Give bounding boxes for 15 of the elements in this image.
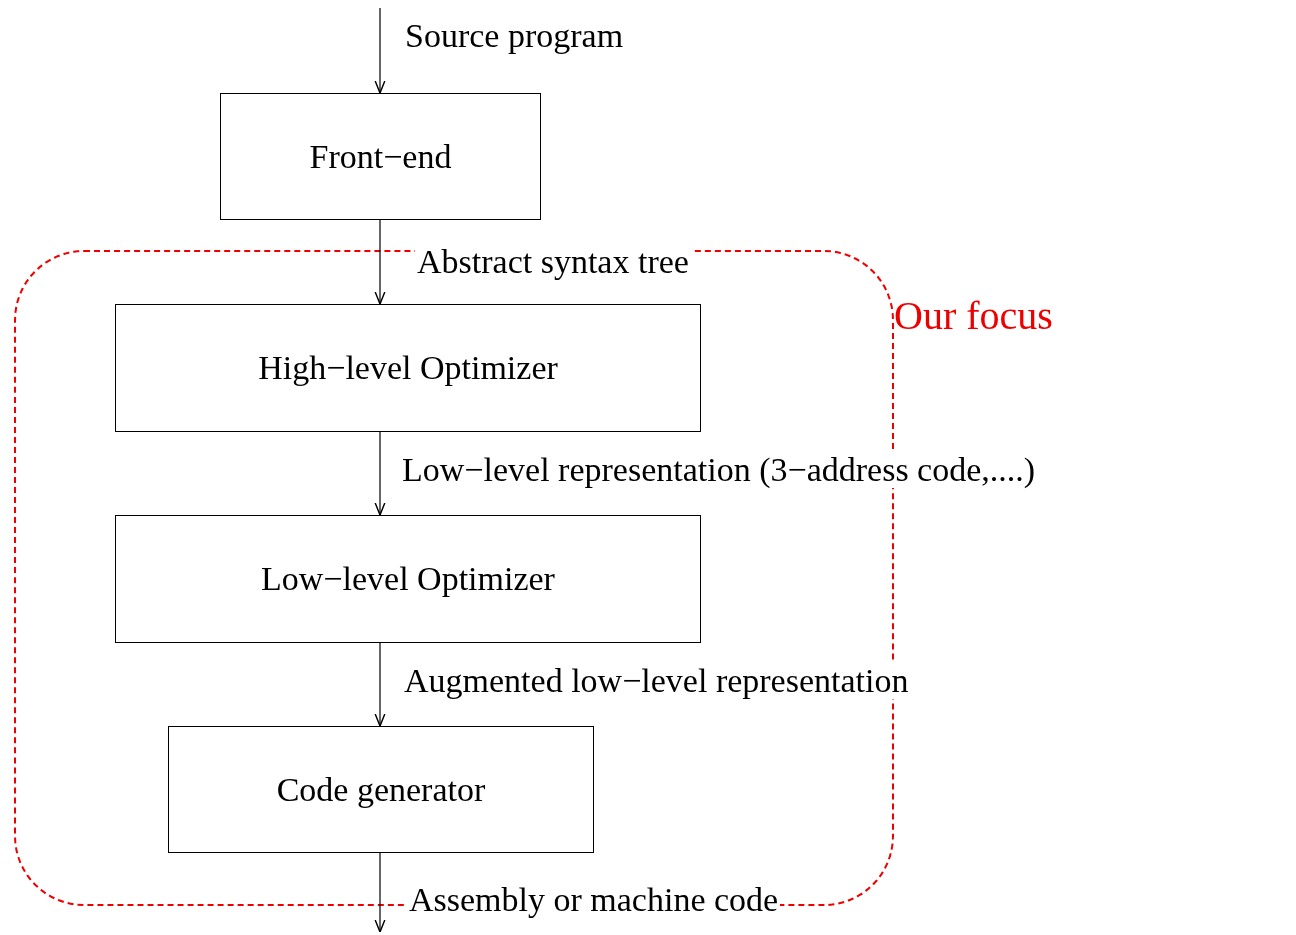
process-box — [220, 93, 541, 220]
arrow — [374, 852, 386, 933]
arrow — [374, 219, 386, 305]
arrow — [374, 431, 386, 516]
region-heading: Our focus — [894, 292, 1053, 339]
process-box — [115, 515, 701, 643]
edge-label: Augmented low−level representation — [402, 663, 911, 699]
box-label: High−level Optimizer — [258, 349, 558, 387]
box-label: Low−level Optimizer — [261, 560, 555, 598]
arrow — [374, 7, 386, 94]
process-box — [168, 726, 594, 853]
process-box — [115, 304, 701, 432]
box-label: Front−end — [309, 137, 452, 176]
box-label: Code generator — [276, 770, 486, 809]
arrow — [374, 642, 386, 727]
